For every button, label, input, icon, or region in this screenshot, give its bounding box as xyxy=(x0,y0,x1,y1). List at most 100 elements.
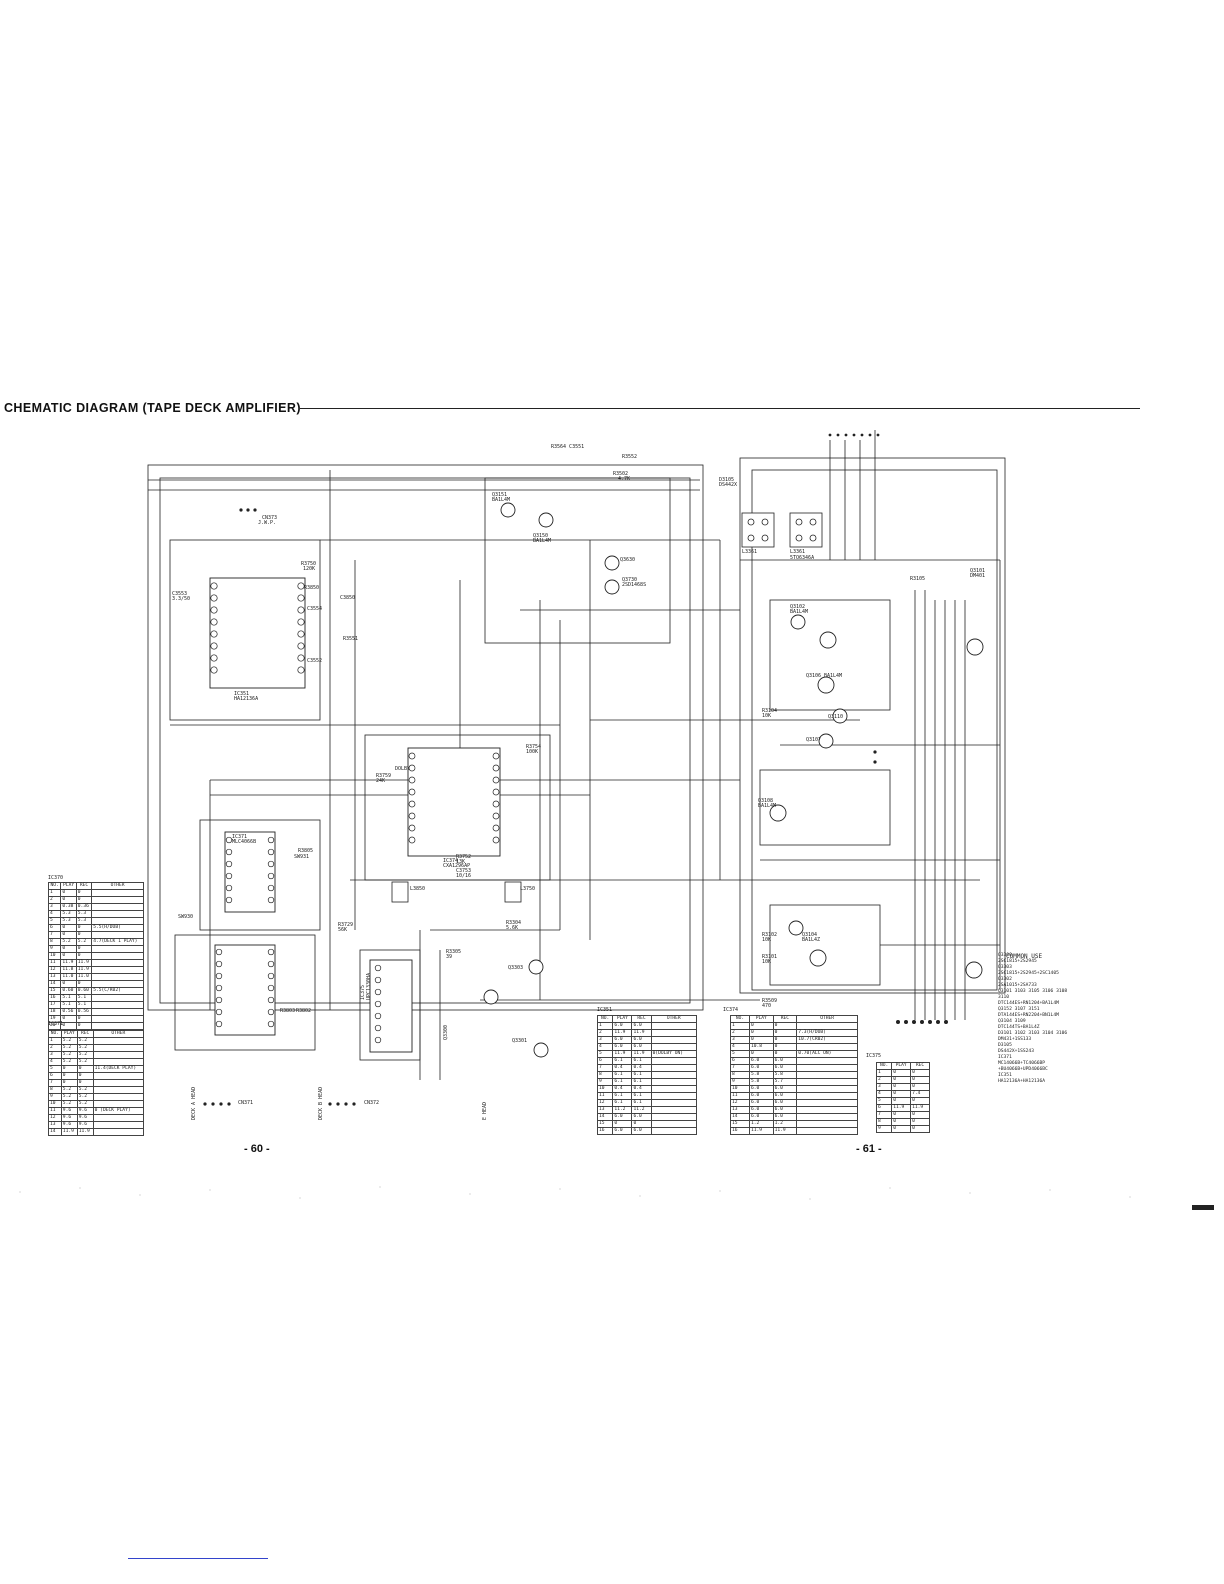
legend-line: DTC144TS+BA1L4Z xyxy=(998,1025,1040,1030)
table-cell: 0 xyxy=(60,1072,78,1080)
r3101-label: R3101 xyxy=(762,954,777,960)
r3104-value: 10K xyxy=(762,713,771,719)
r3805-label: R3805 xyxy=(298,848,313,854)
table-cell: 10.7(CR02) xyxy=(796,1036,858,1044)
table-cell: 6.0 xyxy=(748,1064,774,1072)
q3107-label: Q3107 xyxy=(806,737,821,743)
table-cell xyxy=(91,896,144,904)
ic375-label: IC375 xyxy=(360,985,366,1000)
table-cell xyxy=(91,931,144,939)
table-cell: 6.0 xyxy=(612,1113,633,1121)
table-cell xyxy=(92,1086,145,1094)
ic375-part: UPC1330HA xyxy=(366,973,372,1000)
table-cell: 9.6 xyxy=(76,1121,94,1129)
table-cell: 0 xyxy=(60,1022,77,1030)
table-cell: 11.8 xyxy=(60,966,77,974)
table-cell: 0.36 xyxy=(75,903,93,911)
table-cell: 6.0 xyxy=(772,1113,798,1121)
q3151-label: Q3151 xyxy=(492,492,507,498)
table-cell: 0 xyxy=(748,1050,774,1058)
common-use-label: COMMON USE xyxy=(1006,953,1043,960)
ic374-table-caption: IC374 xyxy=(723,1007,739,1013)
table-header-cell: PLAY xyxy=(60,1030,78,1038)
table-cell xyxy=(650,1029,698,1037)
q3301-label: Q3301 xyxy=(512,1038,527,1044)
table-cell xyxy=(91,910,144,918)
table-cell xyxy=(650,1022,698,1030)
table-cell: 11.9 xyxy=(75,959,93,967)
table-cell: 1 xyxy=(596,1022,614,1030)
table-cell: 6.0 xyxy=(772,1106,798,1114)
table-cell xyxy=(796,1092,858,1100)
table-cell xyxy=(91,889,144,897)
r3305-label: R3305 xyxy=(446,949,461,955)
table-cell: 13 xyxy=(730,1106,750,1114)
table-cell: 0 xyxy=(910,1111,930,1119)
table-cell xyxy=(650,1036,698,1044)
q3102-type: BA1L4M xyxy=(790,609,808,615)
table-cell: 6.1 xyxy=(612,1092,633,1100)
table-cell: 6.1 xyxy=(612,1071,633,1079)
legend-line: Q3303 xyxy=(998,965,1012,970)
r3564-label: R3564 C3551 xyxy=(551,444,584,450)
table-cell: 13 xyxy=(596,1106,614,1114)
l3750-label: L3750 xyxy=(520,886,535,892)
table-cell: 0 xyxy=(891,1097,912,1105)
table-cell: 11.9 xyxy=(60,959,77,967)
c3553-value: 3.3/50 xyxy=(172,596,190,602)
table-cell: 0 xyxy=(60,896,77,904)
table-cell: 5.2 xyxy=(60,1093,78,1101)
table-cell: 5.2 xyxy=(76,1051,94,1059)
table-cell: 4 xyxy=(875,1090,893,1098)
r3551-label: R3551 xyxy=(343,636,358,642)
table-cell: 17 xyxy=(47,1001,62,1009)
table-cell: 0.4 xyxy=(612,1085,633,1093)
table-cell: 0 (DECK PLAY) xyxy=(92,1107,145,1115)
table-cell: 5.2 xyxy=(60,1086,78,1094)
table-cell xyxy=(650,1099,698,1107)
table-cell: 3 xyxy=(48,1051,62,1059)
table-cell xyxy=(91,959,144,967)
table-cell: 1.2 xyxy=(772,1120,798,1128)
table-cell: 0 xyxy=(60,945,77,953)
table-cell: 2 xyxy=(875,1076,893,1084)
table-cell: 13 xyxy=(47,973,62,981)
table-cell: 6 xyxy=(596,1057,614,1065)
table-cell xyxy=(92,1114,145,1122)
table-cell: 7 xyxy=(730,1064,750,1072)
table-cell: 16 xyxy=(47,994,62,1002)
table-cell xyxy=(796,1120,858,1128)
table-cell: 6 xyxy=(730,1057,750,1065)
legend-line: +BU4066B+UPD4066BC xyxy=(998,1067,1048,1072)
r3850-label: R3850 xyxy=(304,585,319,591)
legend-line: Q3101 3103 3105 3106 3108 xyxy=(998,989,1068,994)
table-cell: 11.9 xyxy=(76,1128,94,1136)
table-cell: 6.1 xyxy=(612,1099,633,1107)
r3101-value: 10K xyxy=(762,959,771,965)
table-cell: 11.9 xyxy=(75,966,93,974)
table-cell: 12 xyxy=(730,1099,750,1107)
ic374-label: IC374 xyxy=(443,858,458,864)
table-cell: 6.0 xyxy=(631,1113,652,1121)
table-cell: 4.7(DECK 1 PLAY) xyxy=(91,938,144,946)
r3304-value: 5.6K xyxy=(506,925,518,931)
